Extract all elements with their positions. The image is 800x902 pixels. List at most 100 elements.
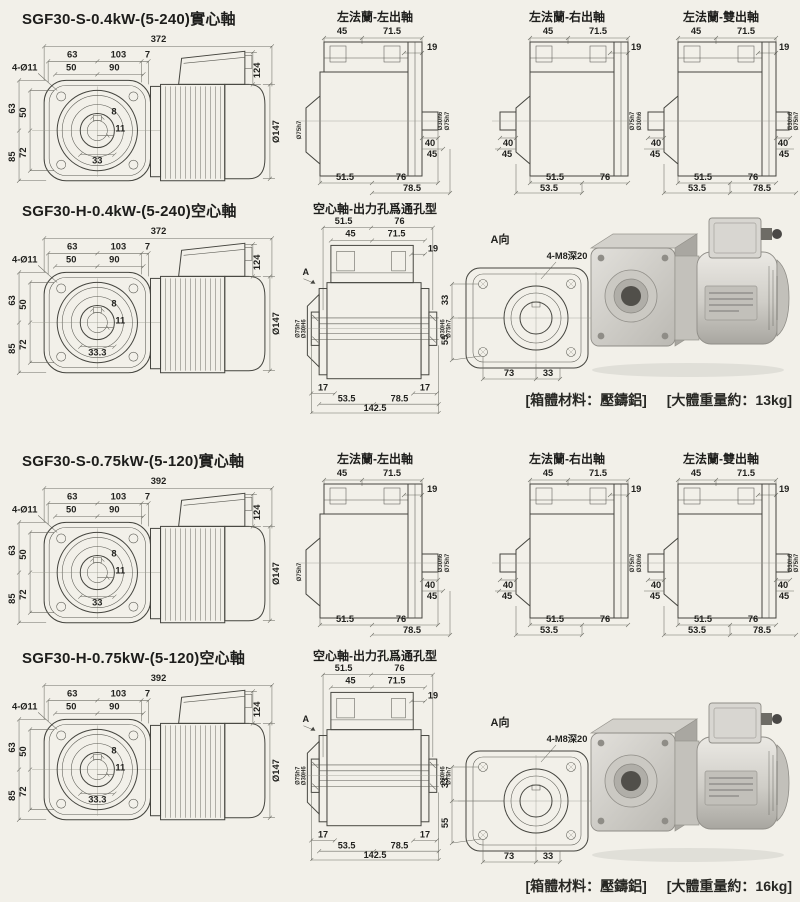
weight-note: [大體重量約：16kg] [666, 878, 792, 894]
dim-label: 78.5 [403, 625, 421, 635]
dim-terminal-box: 124 [252, 504, 262, 520]
dim-label: 53.5 [688, 625, 706, 635]
dimension-lines-right [244, 50, 275, 181]
dimension-lines-right [244, 689, 275, 820]
dim-pilot-diameter: Ø75h7 [629, 111, 636, 130]
dim-pilot-diameter: Ø75h7 [444, 553, 451, 572]
dim-motor-diameter: Ø147 [271, 312, 281, 335]
dim-shaft-diameter: Ø30h6 [636, 111, 643, 130]
dimension-lines-left [16, 520, 55, 625]
dimension-lines-top [37, 236, 275, 283]
dims-bottom [309, 345, 441, 414]
dim-label: 71.5 [388, 676, 406, 686]
dim-shaft-diameter: Ø30h6 [636, 553, 643, 572]
gearmotor-photo-illustration [589, 702, 790, 862]
a-view-drawing: A向 4-M8深20 33 55 [440, 715, 596, 865]
dims-top [527, 35, 631, 70]
dim-label: 71.5 [388, 229, 406, 239]
dim-label: 76 [394, 663, 404, 673]
dim-label: 19 [631, 484, 641, 494]
flange-right-output-header: 左法蘭-右出軸 [529, 452, 605, 466]
dim-pilot-diameter: Ø75h7 [446, 319, 452, 338]
dim-label: 45 [337, 468, 347, 478]
dim-label: 63 [67, 49, 77, 59]
a-view-title: A向 [491, 232, 510, 246]
dim-label: 45 [337, 26, 347, 36]
gearmotor-dimension-drawing: 372 63 103 7 50 90 4-Ø11 8 11 [8, 34, 281, 183]
dim-overall-length: 392 [151, 673, 167, 683]
dim-label: 90 [109, 701, 119, 711]
dim-label: 53.5 [688, 183, 706, 193]
terminal-box [708, 217, 762, 259]
dim-pilot-diameter: Ø75h7 [296, 319, 302, 338]
main-dimension-drawing: 392 63 103 7 50 90 4-Ø11 8 11 [8, 671, 290, 831]
dim-label: 50 [66, 504, 76, 514]
dimension-lines-top [37, 486, 275, 533]
dim-label: 73 [504, 368, 514, 378]
dimension-lines-center [78, 755, 117, 796]
hollow-shaft-view: 空心軸-出力孔爲通孔型 51.5 76 45 71.5 19 [294, 647, 456, 861]
dim-label: 63 [67, 491, 77, 501]
dim-pilot-diameter: Ø75h7 [793, 553, 800, 572]
dim-label: 76 [394, 216, 404, 226]
section-title: SGF30-S-0.75kW-(5-120)實心軸 [22, 453, 245, 470]
dims-bottom [317, 130, 453, 196]
dim-terminal-box: 124 [252, 62, 262, 78]
dim-motor-diameter: Ø147 [271, 759, 281, 782]
spec-note: [箱體材料：壓鑄鋁] [大體重量約：13kg] [525, 390, 792, 410]
terminal-box [708, 702, 762, 744]
dims-bottom [309, 792, 441, 861]
dim-label: 63 [8, 545, 17, 555]
dim-label: 51.5 [336, 614, 354, 624]
dims-bottom [480, 839, 563, 865]
dim-label: 19 [428, 243, 438, 253]
dim-keyway-depth: 11 [115, 316, 125, 326]
unit-outline [299, 691, 451, 827]
dim-label: 76 [748, 614, 758, 624]
dim-label: 76 [600, 614, 610, 624]
dim-keyway-width: 8 [111, 549, 116, 559]
dim-label: 40 [425, 580, 435, 590]
dim-label: 51.5 [694, 614, 712, 624]
cable-gland [761, 713, 772, 725]
dim-terminal-box: 124 [252, 701, 262, 717]
dim-bore-diameter: Ø30H6 [301, 766, 307, 786]
motor-body [674, 217, 790, 345]
dimension-lines-right [244, 492, 275, 623]
main-dimension-drawing: 372 63 103 7 50 90 4-Ø11 8 11 [8, 224, 290, 384]
dimension-lines-left [16, 270, 55, 375]
dim-shaft-center: 33.3 [88, 795, 106, 805]
dims-bottom [513, 164, 631, 196]
dim-label: 45 [779, 149, 789, 159]
dim-label: 53.5 [540, 183, 558, 193]
a-view-drawing: A向 4-M8深20 33 55 [440, 232, 596, 382]
hollow-shaft-view: 空心軸-出力孔爲通孔型 51.5 76 45 71.5 19 [294, 200, 456, 414]
a-direction-view: A向 4-M8深20 33 55 [438, 715, 618, 867]
dim-shaft-center: 33 [92, 156, 102, 166]
a-view-title: A向 [491, 715, 510, 729]
gearmotor-photo-illustration [589, 217, 790, 377]
dim-label: 76 [600, 172, 610, 182]
motor-side-view [150, 689, 266, 821]
view-arrow [303, 725, 316, 731]
product-photo [583, 204, 795, 380]
dim-label: 51.5 [546, 614, 564, 624]
shadow [592, 363, 784, 377]
unit-outline [298, 41, 448, 177]
dim-label: 55 [440, 818, 450, 828]
dimension-lines-center [78, 308, 117, 349]
dim-label: 7 [145, 688, 150, 698]
dim-label: 19 [427, 42, 437, 52]
housing-material-note: [箱體材料：壓鑄鋁] [525, 878, 647, 894]
dim-shaft-diameter: Ø30h6 [437, 111, 444, 130]
dim-label: 7 [145, 241, 150, 251]
dim-label: 85 [8, 343, 17, 353]
section-title: SGF30-S-0.4kW-(5-240)實心軸 [22, 11, 236, 28]
dim-label: 45 [502, 149, 512, 159]
dims-bottom [661, 606, 799, 638]
dim-label: 85 [8, 593, 17, 603]
dim-label: 63 [67, 688, 77, 698]
dim-bolt-holes: 4-Ø11 [12, 701, 37, 711]
view-arrow-label: A [302, 714, 309, 724]
